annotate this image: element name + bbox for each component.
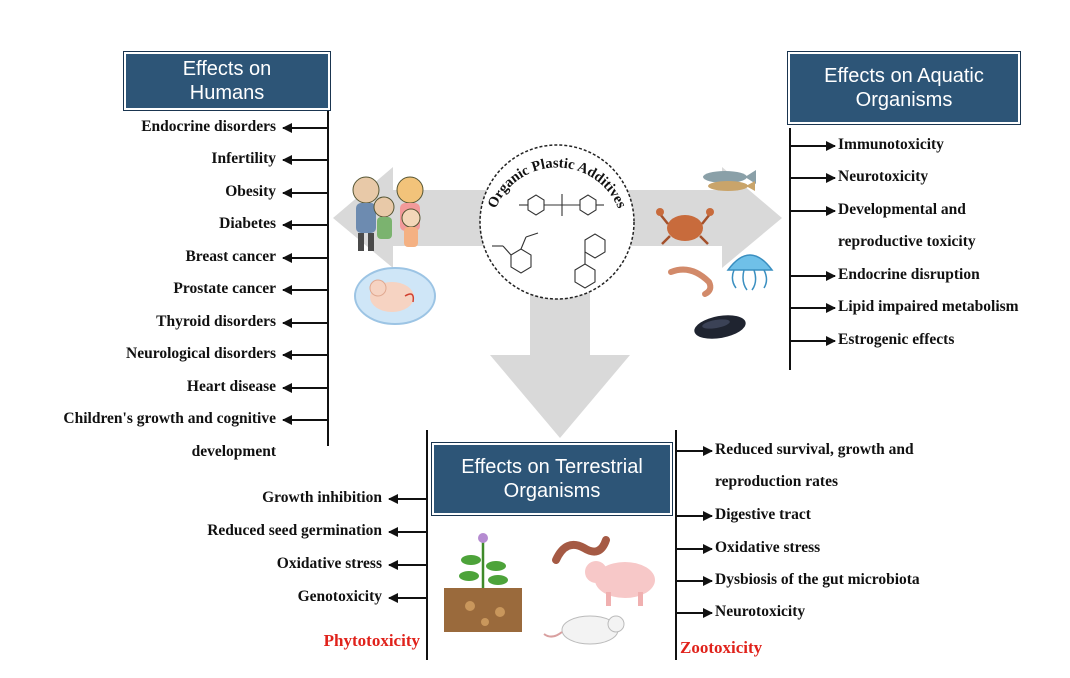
aquatic-effect: Immunotoxicity bbox=[838, 136, 944, 153]
aquatic-header-line2: Organisms bbox=[855, 89, 953, 111]
plant-axis-line bbox=[426, 430, 428, 660]
aquatic-header-line1: Effects on Aquatic bbox=[824, 65, 984, 87]
humans-arrows bbox=[282, 123, 328, 425]
molecule-bisphenol bbox=[519, 194, 604, 216]
plant-effect: Reduced seed germination bbox=[207, 522, 382, 539]
center-circle bbox=[479, 144, 635, 300]
animal-effect: Oxidative stress bbox=[715, 539, 821, 556]
human-effect: Infertility bbox=[211, 150, 276, 167]
molecule-brominated bbox=[574, 233, 606, 289]
humans-header-line2: Humans bbox=[189, 82, 265, 104]
earthworm-icon bbox=[552, 536, 610, 564]
aquatic-effect: Estrogenic effects bbox=[838, 331, 955, 348]
human-effect: Heart disease bbox=[186, 378, 276, 395]
family-icon bbox=[352, 176, 424, 251]
animal-effect: Digestive tract bbox=[715, 506, 811, 523]
aquatic-effect: Neurotoxicity bbox=[838, 168, 929, 185]
human-effect: Obesity bbox=[225, 183, 276, 200]
mussel-icon bbox=[694, 315, 746, 339]
plant-arrows bbox=[388, 494, 426, 603]
aquatic-effect: Developmental and bbox=[838, 201, 966, 218]
human-effect: Children's growth and cognitive bbox=[63, 410, 276, 427]
animal-axis-line bbox=[675, 430, 677, 660]
human-effect: Prostate cancer bbox=[173, 280, 276, 297]
aquatic-effect: Endocrine disruption bbox=[838, 266, 980, 283]
plant-effect: Genotoxicity bbox=[297, 588, 382, 605]
rat-icon bbox=[543, 615, 625, 645]
plant-effect: Growth inhibition bbox=[262, 489, 382, 506]
human-effect: Endocrine disorders bbox=[141, 118, 276, 135]
terrestrial-header-line1: Effects on Terrestrial bbox=[461, 456, 643, 478]
animal-effect: Neurotoxicity bbox=[715, 603, 806, 620]
animal-arrows bbox=[676, 446, 713, 618]
plant-soil-icon bbox=[444, 533, 522, 632]
jellyfish-icon bbox=[726, 254, 774, 291]
human-effect: Breast cancer bbox=[185, 248, 276, 265]
down-arrow bbox=[490, 246, 630, 438]
center-title: Organic Plastic Additives bbox=[485, 155, 630, 211]
plant-effect: Oxidative stress bbox=[276, 555, 382, 572]
fish-icon bbox=[703, 170, 756, 191]
shrimp-icon bbox=[668, 266, 714, 297]
molecule-phthalate bbox=[492, 232, 539, 274]
pig-icon bbox=[585, 561, 655, 606]
animal-effect: Reduced survival, growth and bbox=[715, 441, 914, 458]
phytotoxicity-label: Phytotoxicity bbox=[323, 631, 420, 650]
humans-axis-line bbox=[327, 108, 329, 446]
animal-effect: reproduction rates bbox=[715, 473, 838, 490]
crab-icon bbox=[656, 208, 714, 245]
human-effect: Thyroid disorders bbox=[156, 313, 276, 330]
human-effect: Neurological disorders bbox=[126, 345, 276, 362]
aquatic-effect: Lipid impaired metabolism bbox=[838, 298, 1019, 315]
humans-header-line1: Effects on bbox=[182, 58, 272, 80]
aquatic-effect: reproductive toxicity bbox=[838, 233, 976, 250]
terrestrial-header-line2: Organisms bbox=[503, 480, 601, 502]
animal-effect: Dysbiosis of the gut microbiota bbox=[715, 571, 920, 588]
fetus-icon bbox=[354, 267, 436, 325]
aquatic-axis-line bbox=[789, 128, 791, 370]
human-effect: development bbox=[191, 443, 276, 460]
human-effect: Diabetes bbox=[219, 215, 276, 232]
aquatic-arrows bbox=[790, 141, 836, 346]
zootoxicity-label: Zootoxicity bbox=[680, 638, 763, 657]
